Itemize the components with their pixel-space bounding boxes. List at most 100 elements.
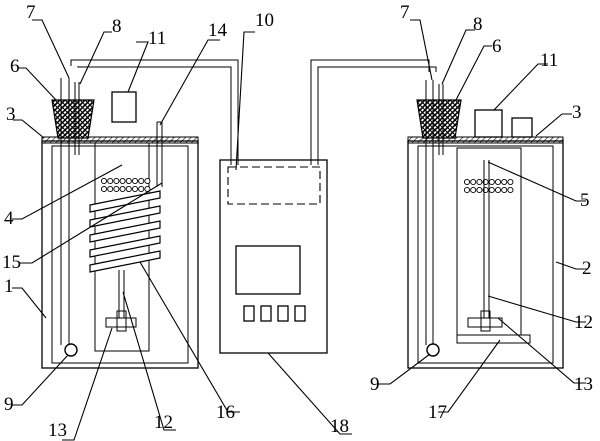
right-vent: [511, 117, 533, 138]
bubble: [463, 178, 471, 186]
leader-11-left: [127, 41, 149, 93]
label-16: 16: [216, 402, 235, 423]
leader-15: [20, 182, 163, 264]
leader-18: [267, 352, 352, 435]
controller-button-3[interactable]: [277, 305, 289, 322]
controller-button-4[interactable]: [294, 305, 306, 322]
label-12-left: 12: [154, 412, 173, 433]
controller-button-2[interactable]: [260, 305, 272, 322]
bubble: [476, 186, 483, 194]
bubble: [507, 178, 514, 186]
label-9-left: 9: [4, 394, 14, 415]
left-cable: [70, 59, 239, 165]
bubble: [488, 178, 495, 186]
leader-14: [159, 39, 220, 126]
leader-12-left: [122, 291, 176, 431]
left-coil-16: [89, 190, 161, 273]
left-probe-8: [74, 82, 80, 155]
left-bubble-array: [100, 177, 151, 193]
left-stirrer-13: [105, 317, 137, 328]
label-6-right: 6: [492, 36, 502, 57]
label-17: 17: [428, 402, 447, 423]
bubble: [100, 177, 108, 185]
right-stirrer-hub: [480, 310, 491, 332]
left-tube-7: [60, 78, 70, 345]
bubble: [119, 185, 126, 193]
bubble: [119, 177, 126, 185]
right-stirrer-13: [467, 317, 503, 328]
label-15: 15: [2, 252, 21, 273]
bubble: [494, 186, 502, 194]
right-cable: [310, 59, 437, 165]
leader-7-left: [32, 19, 70, 79]
bubble: [494, 178, 502, 186]
right-vessel: [310, 59, 564, 369]
left-bulb-9: [64, 343, 78, 357]
leader-6-right: [455, 45, 492, 101]
left-outer-tank: [41, 140, 199, 369]
right-tank-wall: [417, 145, 554, 364]
bubble: [100, 185, 108, 193]
leader-5: [487, 161, 586, 202]
bubble: [138, 185, 145, 193]
right-bubble-array: [463, 178, 514, 194]
bubble: [125, 177, 132, 185]
bubble: [125, 185, 132, 193]
label-1: 1: [4, 276, 14, 297]
bubble: [501, 186, 508, 194]
right-bulb-9: [426, 343, 440, 357]
bubble: [470, 186, 477, 194]
left-plug: [51, 99, 95, 139]
bubble: [144, 177, 151, 185]
label-2: 2: [582, 258, 592, 279]
leader-8-right: [441, 29, 475, 85]
label-8-right: 8: [473, 14, 483, 35]
controller-button-1[interactable]: [243, 305, 255, 322]
label-13-left: 13: [48, 420, 67, 441]
label-11-left: 11: [148, 28, 166, 49]
label-4: 4: [4, 208, 14, 229]
leader-13-left: [62, 327, 113, 441]
leader-7-right: [410, 19, 433, 81]
label-11-right: 11: [540, 50, 558, 71]
leader-1: [12, 287, 47, 319]
bubble: [463, 186, 471, 194]
bubble: [470, 178, 477, 186]
controller-panel-10: [227, 166, 321, 205]
label-5: 5: [580, 190, 590, 211]
left-inner-chamber: [94, 142, 150, 352]
leader-9-right: [378, 353, 431, 385]
leader-3-left: [13, 119, 45, 139]
bubble: [131, 185, 139, 193]
label-8-left: 8: [112, 16, 122, 37]
left-box-11: [111, 91, 137, 123]
leader-16: [139, 261, 240, 413]
bubble: [476, 178, 483, 186]
bubble: [113, 177, 120, 185]
label-7-right: 7: [400, 2, 410, 23]
bubble: [107, 177, 114, 185]
controller-body: [219, 159, 328, 354]
leader-4: [12, 164, 123, 220]
leader-9-left: [12, 354, 69, 406]
label-18: 18: [330, 416, 349, 437]
right-outer-tank: [407, 140, 564, 369]
right-base-17: [456, 334, 531, 344]
leader-11-right: [493, 63, 548, 111]
leader-8-left: [79, 31, 112, 85]
label-6-left: 6: [10, 56, 20, 77]
label-3-right: 3: [572, 102, 582, 123]
bubble: [113, 185, 120, 193]
left-tube-14: [156, 121, 163, 187]
leader-6-left: [18, 67, 57, 101]
leader-3-right: [535, 113, 572, 137]
leader-12-right: [487, 295, 586, 323]
label-9-right: 9: [370, 374, 380, 395]
label-7-left: 7: [26, 2, 36, 23]
leader-10: [235, 31, 255, 171]
controller-box: [219, 159, 328, 354]
controller-screen: [235, 245, 301, 295]
label-12-right: 12: [574, 312, 593, 333]
